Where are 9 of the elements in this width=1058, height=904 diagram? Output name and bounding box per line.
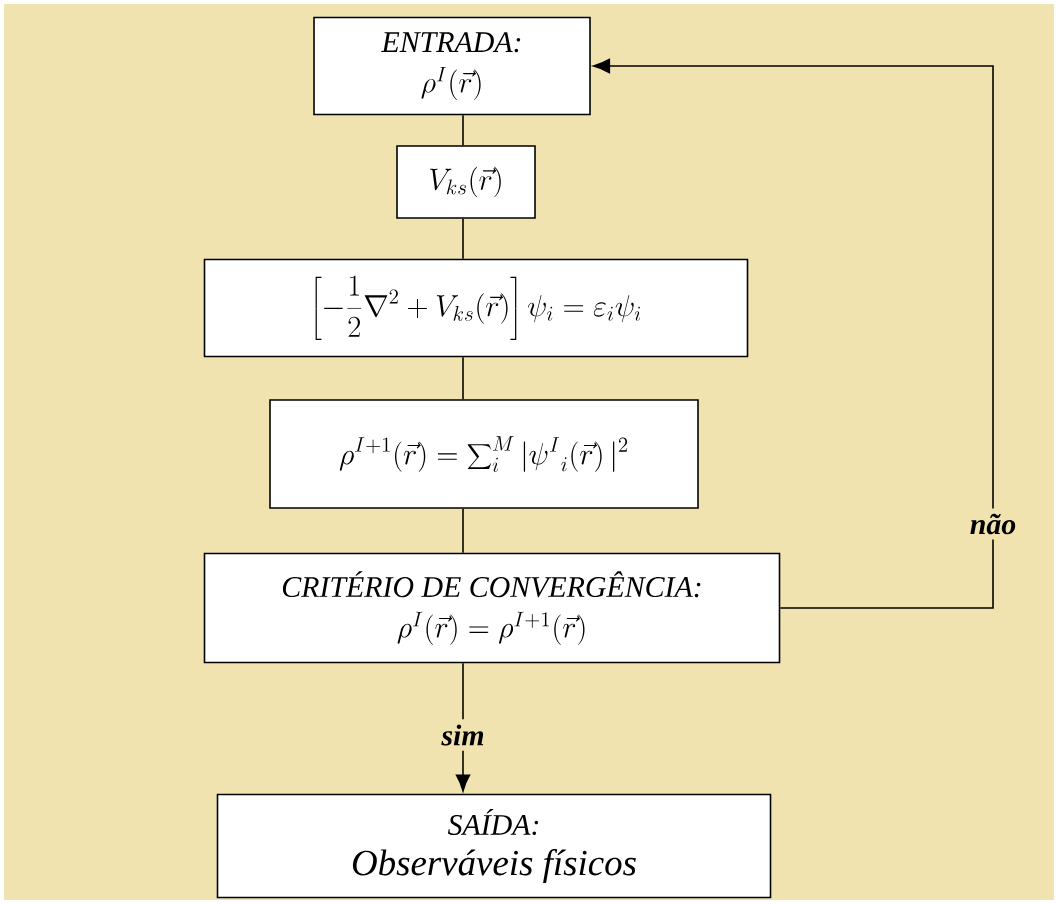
process-box: ENTRADA: $\rho^{I}(\vec{r})$ bbox=[313, 16, 591, 116]
arrow bbox=[593, 58, 994, 609]
process-box: SAÍDA: Observáveis físicos bbox=[216, 793, 772, 899]
process-box: $V_{ks}(\vec{r})$ bbox=[396, 145, 536, 219]
process-box: $\rho^{I+1}(\vec{r})=\sum\nolimits_{i}^{M}|{\psi^{I}}_{i}(\vec{r})\,|^{2}$ bbox=[269, 399, 699, 509]
process-box: $\left[-\frac{1}{2}\nabla^{2}+V_{ks}(\vec{r})\right]\psi_{i}=\varepsilon_{i}\psi_{i}$ bbox=[203, 258, 749, 358]
edge-label: sim bbox=[436, 719, 490, 751]
edge-label: não bbox=[964, 508, 1022, 540]
process-box: CRITÉRIO DE CONVERGÊNCIA: $\rho^{I}(\vec{r})=\rho^{I+1}(\vec{r})$ bbox=[203, 552, 781, 664]
